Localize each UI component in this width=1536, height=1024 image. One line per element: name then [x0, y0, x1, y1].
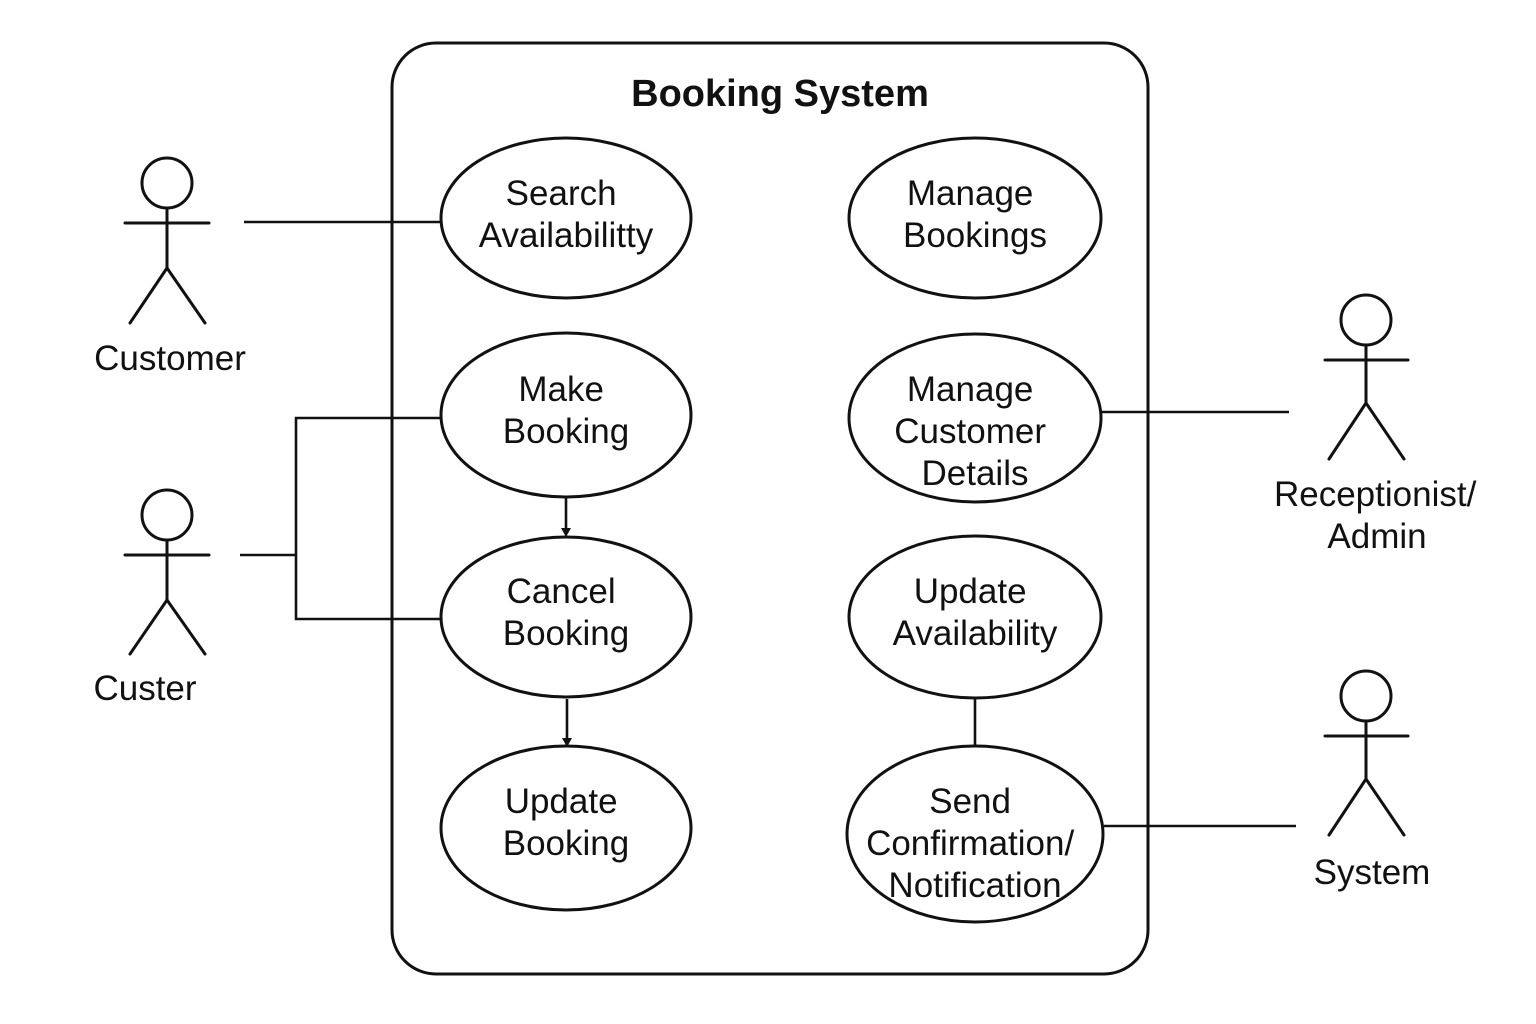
actor-system[interactable]: System [1314, 669, 1431, 892]
stick-figure-icon [123, 156, 211, 325]
stick-figure-icon [1323, 293, 1410, 461]
use-case-label: Make Booking [503, 370, 629, 451]
use-case-label: Update Availability [893, 572, 1058, 653]
actor-custer[interactable]: Custer [93, 488, 211, 708]
system-title: Booking System [631, 73, 929, 115]
stick-figure-icon [123, 488, 211, 656]
use-case-label: Send Confirmation/ Notification [866, 782, 1084, 905]
use-case-manage-customer-details[interactable]: Manage Customer Details [847, 332, 1103, 504]
actor-receptionist-admin[interactable]: Receptionist/ Admin [1274, 293, 1486, 556]
use-case-label: Manage Customer Details [894, 370, 1055, 493]
actor-label: System [1314, 853, 1431, 892]
connectors [240, 220, 1296, 828]
use-case-label: Search Availabilitty [479, 174, 654, 255]
arrowhead-cancel-to-update [562, 738, 572, 747]
assoc-custer-bracket [294, 416, 441, 621]
stick-figure-icon [1323, 669, 1410, 837]
use-case-update-booking[interactable]: Update Booking [439, 744, 693, 912]
use-case-label: Cancel Booking [503, 572, 629, 653]
use-case-label: Manage Bookings [903, 174, 1047, 255]
actor-customer[interactable]: Customer [94, 156, 246, 378]
use-case-update-availability[interactable]: Update Availability [847, 534, 1103, 700]
actor-label: Custer [93, 669, 196, 708]
use-case-manage-bookings[interactable]: Manage Bookings [847, 136, 1103, 300]
actor-label: Customer [94, 339, 246, 378]
actor-label: Receptionist/ Admin [1274, 475, 1486, 556]
use-case-send-confirmation[interactable]: Send Confirmation/ Notification [845, 744, 1105, 924]
use-case-cancel-booking[interactable]: Cancel Booking [439, 535, 693, 699]
use-case-make-booking[interactable]: Make Booking [439, 331, 693, 499]
use-case-label: Update Booking [503, 782, 629, 863]
arrowhead-make-to-cancel [561, 528, 571, 537]
use-case-search-availability[interactable]: Search Availabilitty [439, 136, 693, 300]
